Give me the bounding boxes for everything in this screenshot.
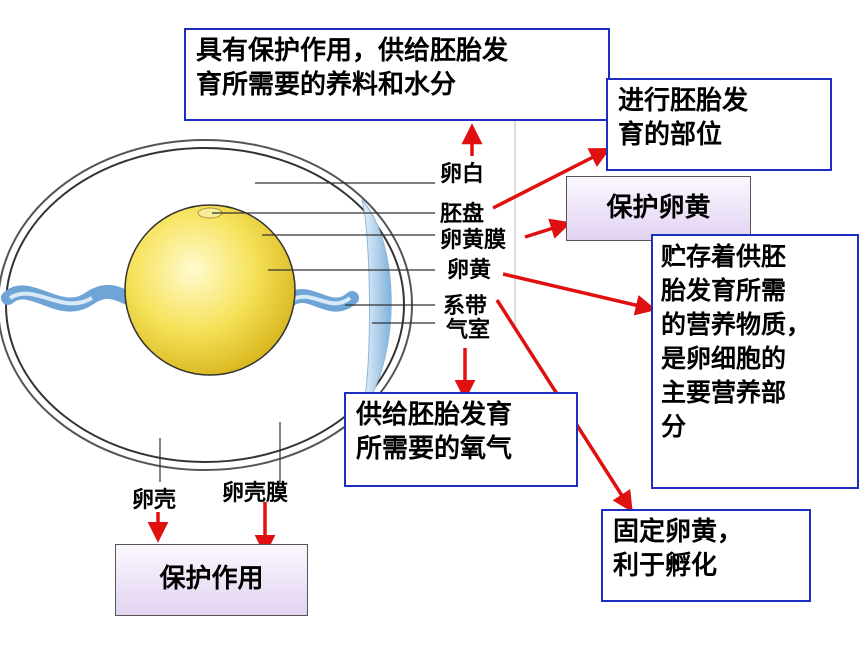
- yolk-function-line-6: 分: [661, 412, 687, 441]
- label-vitelline-membrane: 卵黄膜: [440, 228, 507, 253]
- yolk-function-line-5: 主要营养部: [661, 378, 787, 407]
- box-vitelline-function: 保护卵黄: [566, 176, 751, 241]
- box-chalaza-function: 固定卵黄， 利于孵化: [601, 509, 811, 602]
- shell-function-text: 保护作用: [159, 564, 264, 594]
- chalaza-left: [1, 285, 135, 312]
- box-albumen-function: 具有保护作用，供给胚胎发 育所需要的养料和水分: [184, 28, 610, 121]
- box-yolk-function: 贮存着供胚 胎发育所需 的营养物质， 是卵细胞的 主要营养部 分: [651, 234, 859, 489]
- label-shell: 卵壳: [132, 488, 177, 513]
- arrow-yolk: [502, 272, 657, 316]
- leader-lines: [159, 90, 516, 482]
- arrow-vitelline: [524, 218, 572, 239]
- chalaza-function-line-2: 利于孵化: [613, 551, 718, 581]
- box-air-cell-function: 供给胚胎发育 所需要的氧气: [344, 392, 578, 487]
- arrow-blastodisc: [492, 148, 611, 210]
- vitelline-function-text: 保护卵黄: [606, 193, 711, 223]
- yolk-function-line-2: 胎发育所需: [661, 276, 787, 305]
- chalaza-right: [283, 289, 359, 312]
- air-cell-function-line-2: 所需要的氧气: [356, 434, 513, 464]
- label-blastodisc: 胚盘: [440, 202, 485, 227]
- yolk-function-line-1: 贮存着供胚: [661, 242, 787, 271]
- chalaza-function-line-1: 固定卵黄，: [613, 517, 744, 547]
- label-chalaza: 系带: [443, 294, 488, 319]
- blastodisc-function-line-1: 进行胚胎发: [618, 86, 749, 116]
- label-shell-membrane: 卵壳膜: [222, 481, 289, 506]
- blastodisc-function-line-2: 育的部位: [618, 120, 723, 150]
- albumen-function-line-1: 具有保护作用，供给胚胎发: [196, 36, 509, 66]
- yolk-function-line-3: 的营养物质，: [661, 310, 812, 339]
- yolk: [124, 204, 296, 376]
- label-yolk: 卵黄: [447, 258, 492, 283]
- albumen-function-line-2: 育所需要的养料和水分: [196, 70, 457, 100]
- label-air-cell: 气室: [446, 318, 491, 343]
- yolk-function-line-4: 是卵细胞的: [661, 344, 787, 373]
- box-blastodisc-function: 进行胚胎发 育的部位: [606, 78, 832, 171]
- air-cell-function-line-1: 供给胚胎发育: [356, 400, 513, 430]
- box-shell-function: 保护作用: [115, 544, 308, 616]
- label-albumen: 卵白: [440, 162, 485, 187]
